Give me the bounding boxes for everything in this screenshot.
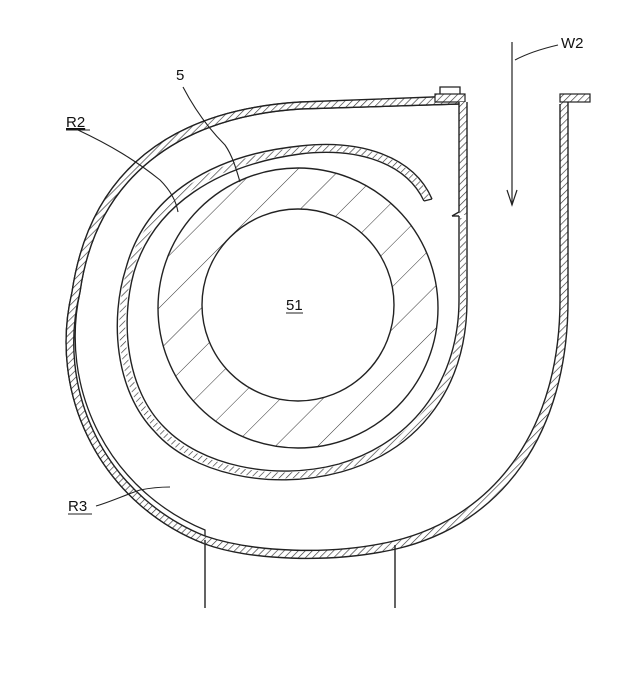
label-51: 51: [286, 297, 303, 314]
inlet-flange-left: [435, 94, 465, 102]
label-5: 5: [176, 67, 184, 84]
leader-w2: [515, 45, 558, 60]
label-r3: R3: [68, 498, 87, 515]
label-r2: R2: [66, 114, 85, 131]
inlet-flange-right: [560, 94, 590, 102]
inlet-left-wall-outer: [452, 102, 459, 216]
label-w2: W2: [561, 35, 584, 52]
